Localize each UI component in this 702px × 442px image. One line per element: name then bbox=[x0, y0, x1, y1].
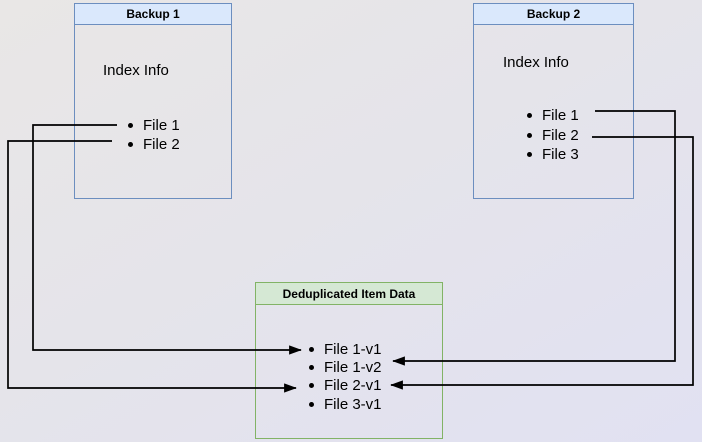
backup2-subtitle: Index Info bbox=[503, 54, 569, 71]
list-item: File 3 bbox=[526, 145, 579, 165]
dedup-title: Deduplicated Item Data bbox=[256, 283, 442, 305]
backup2-title: Backup 2 bbox=[474, 4, 633, 25]
list-item: File 1 bbox=[127, 116, 180, 135]
dedup-item-list: File 1-v1 File 1-v2 File 2-v1 File 3-v1 bbox=[308, 340, 382, 414]
backup2-file-list: File 1 File 2 File 3 bbox=[526, 106, 579, 165]
backup1-subtitle: Index Info bbox=[103, 62, 169, 79]
backup1-file-list: File 1 File 2 bbox=[127, 116, 180, 154]
list-item: File 2-v1 bbox=[308, 377, 382, 395]
list-item: File 2 bbox=[127, 135, 180, 154]
list-item: File 3-v1 bbox=[308, 395, 382, 413]
dedup-box: Deduplicated Item Data File 1-v1 File 1-… bbox=[255, 282, 443, 439]
backup1-title: Backup 1 bbox=[75, 4, 231, 25]
backup2-box: Backup 2 Index Info File 1 File 2 File 3 bbox=[473, 3, 634, 199]
list-item: File 1-v2 bbox=[308, 358, 382, 376]
list-item: File 2 bbox=[526, 126, 579, 146]
list-item: File 1 bbox=[526, 106, 579, 126]
backup1-box: Backup 1 Index Info File 1 File 2 bbox=[74, 3, 232, 199]
list-item: File 1-v1 bbox=[308, 340, 382, 358]
